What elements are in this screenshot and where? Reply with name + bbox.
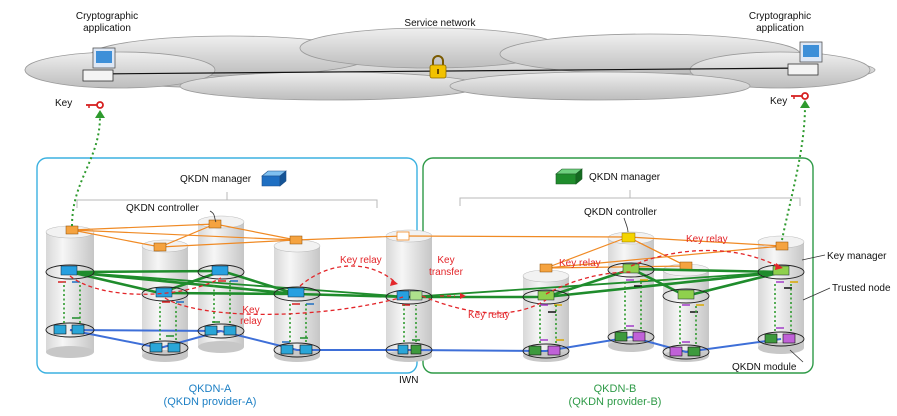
key-transfer-label-a: Key (437, 255, 455, 266)
relay-arrowheads (390, 263, 783, 299)
key-relay-label-3: Key relay (468, 310, 510, 321)
key-label-left: Key (55, 98, 73, 109)
manager-brace-a (76, 192, 378, 208)
app-label-left-line1: Cryptographic (75, 11, 139, 22)
qkd-module-icons (53, 324, 796, 357)
computer-icon-right (787, 41, 823, 76)
qkd-module-rings (45, 322, 805, 360)
iwn-label: IWN (399, 375, 419, 386)
key-clusters (58, 279, 798, 343)
key-supply-arrows (63, 280, 792, 344)
qkdn-a-name: QKDN-A (188, 383, 232, 395)
qkdn-b-name: QKDN-B (593, 383, 637, 395)
key-delivery-arrow-left (71, 115, 101, 227)
manager-brace-b (459, 190, 801, 206)
key-relay-label-1: Key relay (340, 255, 382, 266)
key-manager-icons (60, 263, 790, 301)
computer-icon-left (82, 47, 116, 82)
trusted-node-label: Trusted node (832, 283, 891, 294)
key-transfer-label-b: transfer (429, 267, 463, 278)
app-label-right-line1: Cryptographic (748, 11, 812, 22)
service-network-cloud (24, 27, 876, 101)
trusted-node-b2 (607, 231, 655, 352)
callout-lines (209, 210, 831, 363)
key-icon-right (791, 92, 809, 100)
arrowhead-left (95, 110, 105, 118)
key-manager-rings (45, 262, 805, 305)
key-manager-label: Key manager (827, 251, 887, 262)
qkdn-controller-b-label: QKDN controller (584, 207, 657, 218)
app-label-right-line2: application (756, 23, 804, 34)
service-network-label: Service network (404, 18, 476, 29)
key-icon-left (86, 101, 104, 109)
controller-icons (65, 219, 789, 273)
key-relay-paths (69, 249, 782, 316)
qkdn-manager-b-icon (555, 168, 583, 185)
trusted-node-a2 (141, 239, 189, 362)
key-label-right: Key (770, 96, 788, 107)
qkdn-manager-a-label: QKDN manager (180, 174, 252, 185)
qkdn-b-provider: (QKDN provider-B) (568, 396, 662, 408)
qkdn-manager-b-label: QKDN manager (589, 172, 661, 183)
trusted-node-a1 (45, 225, 95, 358)
key-relay-label-2a: Key (242, 305, 260, 316)
lock-icon (429, 55, 447, 79)
key-relay-label-4: Key relay (559, 258, 601, 269)
qkdn-manager-a-icon (261, 170, 287, 187)
key-relay-label-2b: relay (240, 316, 262, 327)
app-label-left-line2: application (83, 23, 131, 34)
qkdn-module-label: QKDN module (732, 362, 797, 373)
key-relay-label-5: Key relay (686, 234, 728, 245)
qkdn-controller-a-label: QKDN controller (126, 203, 199, 214)
key-delivery-arrow-right (781, 105, 806, 241)
arrowhead-right (800, 100, 810, 108)
qkdn-a-provider: (QKDN provider-A) (163, 396, 257, 408)
